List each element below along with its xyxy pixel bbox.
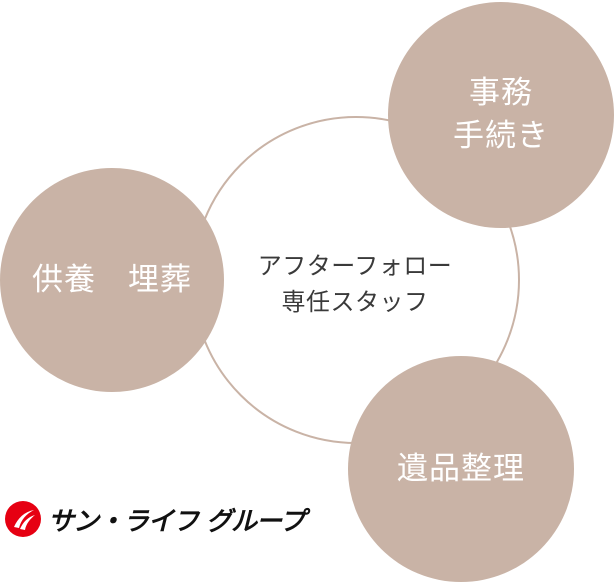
center-label-line2: 専任スタッフ: [281, 288, 429, 316]
logo-name: サン・ライフ グループ: [48, 506, 305, 537]
sunlife-logo-icon: [5, 501, 41, 537]
node-belongings: 遺品整理: [348, 356, 574, 582]
node-belongings-label: 遺品整理: [397, 450, 525, 487]
node-memorial-burial-label: 供養 埋葬: [32, 261, 192, 298]
node-paperwork: 事務 手続き: [388, 2, 614, 228]
center-label-line1: アフターフォロー: [257, 252, 453, 280]
node-paperwork-line2: 手続き: [453, 118, 549, 154]
node-memorial-burial: 供養 埋葬: [0, 168, 224, 392]
node-paperwork-line1: 事務: [469, 75, 533, 112]
company-logo: サン・ライフ グループ: [4, 500, 305, 538]
center-label: アフターフォロー 専任スタッフ: [230, 248, 480, 320]
